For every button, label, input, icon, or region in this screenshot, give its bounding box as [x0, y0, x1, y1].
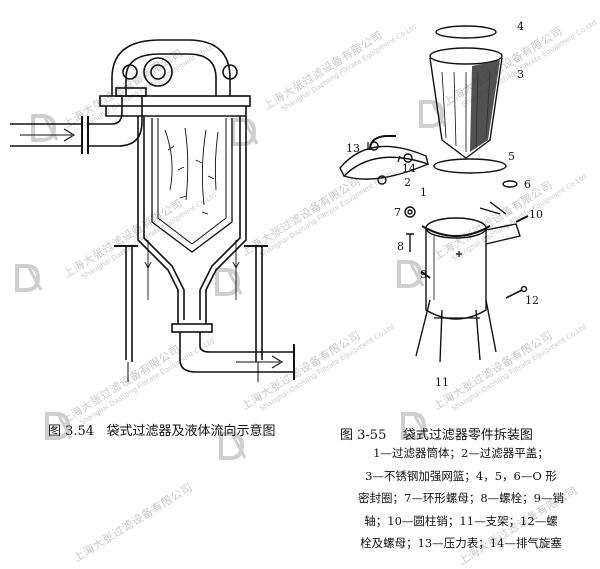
o-ring-6 — [502, 180, 518, 188]
watermark-text: 上海大张过滤设备有限公司 — [71, 480, 195, 565]
legend-line: 3—不锈钢加强网篮；4，5，6—O 形 — [365, 468, 557, 483]
bag-filter-exploded-drawing — [339, 25, 529, 363]
legend-line: 轴；10—圆柱销；11—支架；12—螺 — [364, 513, 558, 528]
filter-bag — [151, 118, 233, 253]
flat-cover — [339, 145, 429, 178]
part-label: 6 — [524, 178, 531, 191]
bag-filter-flow-drawing — [10, 39, 295, 382]
part-label: 13 — [346, 142, 360, 155]
outlet-flow-arrow — [236, 355, 284, 369]
part-label: 14 — [402, 162, 416, 175]
right-caption-text: 袋式过滤器零件拆装图 — [402, 428, 533, 443]
legend-line: 1—过滤器筒体；2—过滤器平盖； — [373, 446, 549, 460]
part-label: 2 — [404, 176, 411, 189]
bolt-and-nut — [505, 289, 523, 299]
part-label: 12 — [525, 294, 539, 307]
support-frame — [415, 299, 497, 363]
ring-nut — [404, 206, 416, 218]
bolt — [406, 233, 414, 252]
part-label: 1 — [420, 186, 427, 199]
legend-line: 密封圈；7—环形螺母；8—螺栓；9—销 — [358, 491, 564, 505]
inlet-flow-arrow — [20, 128, 76, 142]
part-label: 4 — [517, 20, 524, 33]
inlet-pipe — [10, 123, 82, 147]
part-label: 8 — [397, 240, 404, 253]
support-legs — [125, 246, 263, 362]
wire-mesh-basket — [429, 57, 503, 159]
legend-line: 栓及螺母；13—压力表；14—排气旋塞 — [360, 536, 562, 550]
pin-shaft — [421, 271, 431, 279]
o-ring-5 — [433, 158, 507, 174]
right-caption-number: 图 3-55 — [340, 428, 387, 443]
left-figure-caption: 图 3.54 袋式过滤器及液体流向示意图 — [48, 420, 276, 439]
cylindrical-pin — [515, 215, 529, 223]
part-label: 10 — [529, 208, 543, 221]
left-caption-number: 图 3.54 — [48, 424, 95, 439]
parts-legend: 1—过滤器筒体；2—过滤器平盖； 3—不锈钢加强网篮；4，5，6—O 形 密封圈… — [330, 442, 592, 555]
part-label: 7 — [394, 206, 401, 219]
part-label: 5 — [508, 150, 515, 163]
housing-wall — [137, 116, 179, 324]
part-label: 9 — [420, 268, 427, 281]
housing-body — [425, 228, 487, 320]
right-figure-caption: 图 3-55 袋式过滤器零件拆装图 — [340, 424, 533, 443]
part-label: 11 — [435, 376, 449, 389]
part-label: 3 — [517, 68, 524, 81]
left-caption-text: 袋式过滤器及液体流向示意图 — [106, 424, 276, 439]
o-ring-4 — [435, 25, 497, 39]
